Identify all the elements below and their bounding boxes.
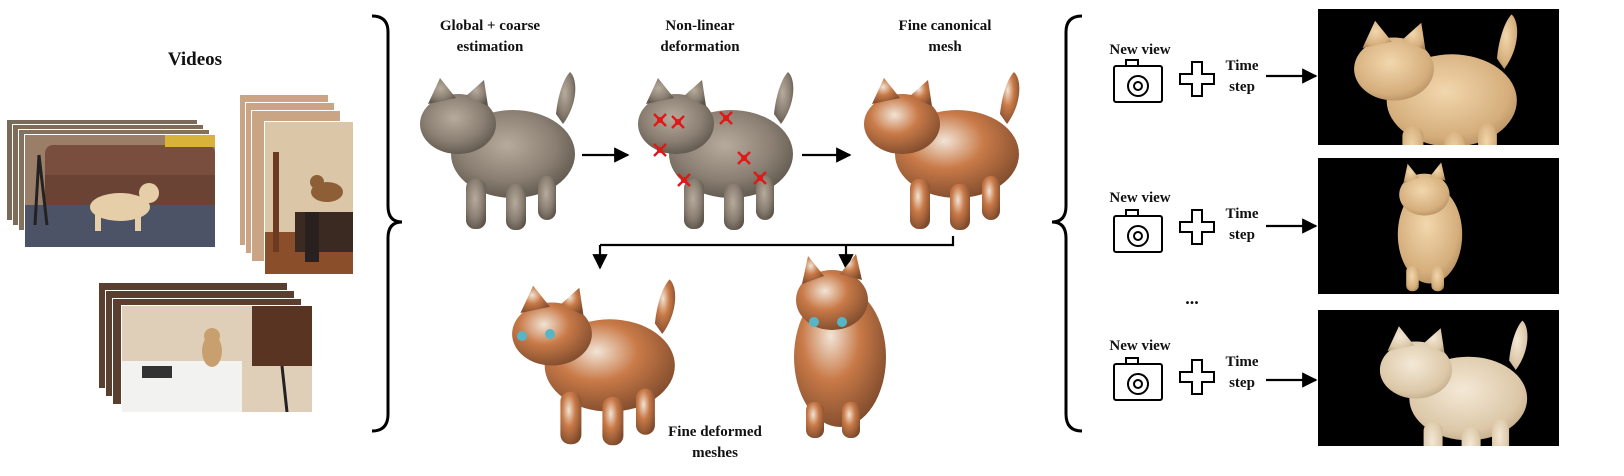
new-view-label-3: New view: [1109, 338, 1171, 354]
coarse-mesh: [420, 72, 576, 230]
time-step-label-3: Time step: [1225, 354, 1259, 391]
time-step-label-1: Time step: [1225, 58, 1259, 95]
video-frame-couch: [24, 134, 216, 248]
render-panel-2: [1318, 158, 1559, 294]
plus-icon: [1179, 61, 1215, 97]
output-row-1: [1113, 59, 1318, 103]
plus-icon: [1179, 209, 1215, 245]
time-step-label-2: Time step: [1225, 206, 1259, 243]
camera-icon: [1113, 357, 1163, 401]
new-view-label-2: New view: [1109, 190, 1171, 206]
new-view-label-1: New view: [1109, 42, 1171, 58]
branch-connector: [600, 236, 955, 247]
deformed-mesh-1: [512, 279, 676, 446]
output-row-3: [1113, 357, 1318, 401]
coarse-estimation-label: Global + coarse estimation: [439, 18, 541, 55]
render-panel-1: [1318, 9, 1559, 145]
output-row-2: [1113, 209, 1318, 253]
videos-label: Videos: [167, 49, 223, 70]
camera-icon: [1113, 209, 1163, 253]
right-brace: [1051, 14, 1083, 433]
video-frame-dining: [264, 121, 354, 275]
camera-icon: [1113, 59, 1163, 103]
nonlinear-deformation-label: Non-linear deformation: [660, 18, 740, 55]
deformed-meshes-label: Fine deformed meshes: [668, 424, 762, 461]
canonical-mesh: [864, 72, 1020, 230]
video-frame-table: [121, 305, 313, 413]
deformed-mesh-2: [794, 254, 886, 438]
canonical-mesh-label: Fine canonical mesh: [898, 18, 992, 55]
render-panel-3: [1318, 310, 1559, 446]
ellipsis: ...: [1185, 288, 1199, 308]
plus-icon: [1179, 359, 1215, 395]
left-brace: [371, 14, 403, 433]
